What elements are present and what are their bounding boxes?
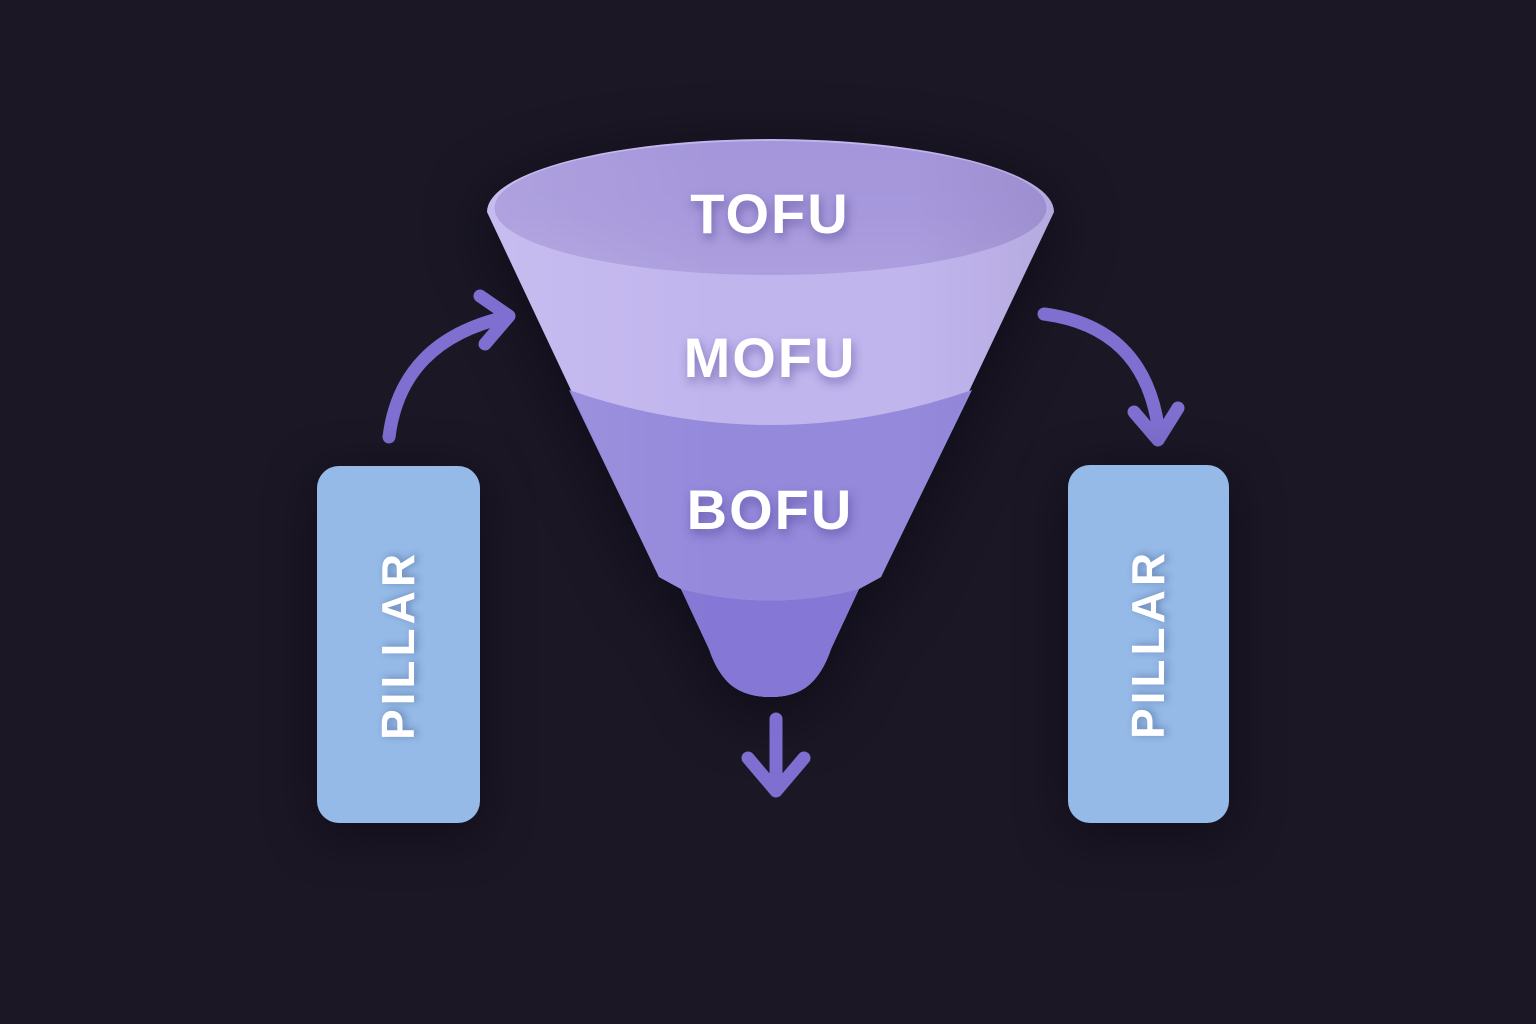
funnel-stage-label-mofu: MOFU <box>683 326 857 389</box>
pillars <box>317 465 1229 823</box>
funnel-wall-sheen <box>487 138 1054 697</box>
funnel-output-arrow-icon <box>741 712 811 798</box>
funnel-stage-label-tofu: TOFU <box>690 182 850 245</box>
pillar-left-label: PILLAR <box>372 549 425 740</box>
pillar-right-card <box>1068 465 1229 823</box>
pillar-right-label-box: PILLAR <box>1068 465 1229 823</box>
pillar-left-label-box: PILLAR <box>317 466 480 823</box>
curved-arrow-into-funnel-icon <box>382 289 516 444</box>
curved-arrow-out-of-funnel-icon <box>1037 307 1185 447</box>
funnel-stage-label-bofu: BOFU <box>686 478 854 541</box>
pillar-right-label: PILLAR <box>1122 548 1175 740</box>
arrows <box>382 289 1185 798</box>
funnel <box>487 138 1054 697</box>
pillar-left-card <box>317 466 480 823</box>
